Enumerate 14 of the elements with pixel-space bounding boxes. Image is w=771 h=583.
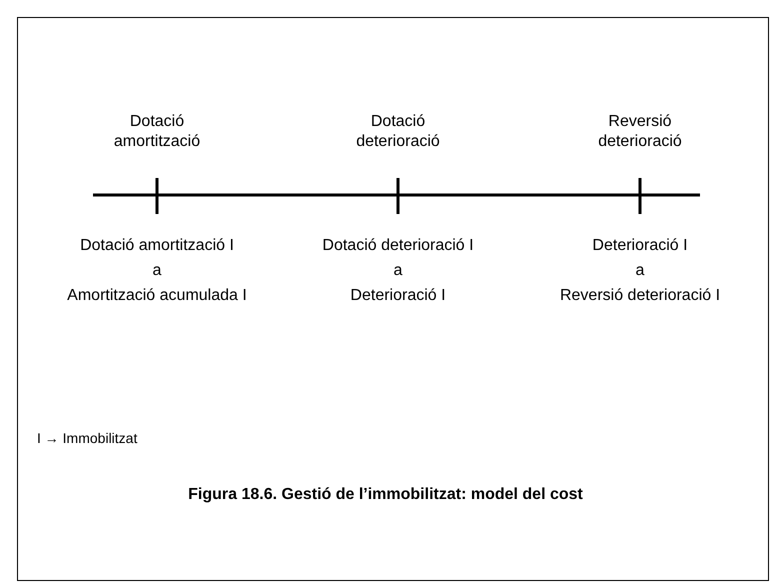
journal-entry-line: Amortització acumulada I: [67, 286, 247, 306]
journal-entry-line: Dotació amortització I: [80, 236, 234, 256]
journal-entry-line: a: [394, 261, 402, 281]
journal-entry-line: Deterioració I: [350, 286, 446, 306]
journal-entry-line: a: [152, 261, 162, 281]
journal-entry-line: Deterioració I: [592, 236, 688, 256]
journal-entry-line: Reversió deterioració I: [560, 286, 720, 306]
event-label: Dotació deterioració: [355, 112, 441, 152]
figure-caption: Figura 18.6. Gestió de l’immobilitzat: model del cost: [187, 486, 584, 504]
journal-entry-line: Dotació deterioració I: [322, 236, 474, 256]
journal-entry-line: a: [636, 261, 644, 281]
event-label: Dotació amortització: [112, 112, 202, 152]
abbreviation-note: I → Immobilitzat: [37, 429, 138, 448]
event-label: Reversió deterioració: [597, 112, 683, 152]
